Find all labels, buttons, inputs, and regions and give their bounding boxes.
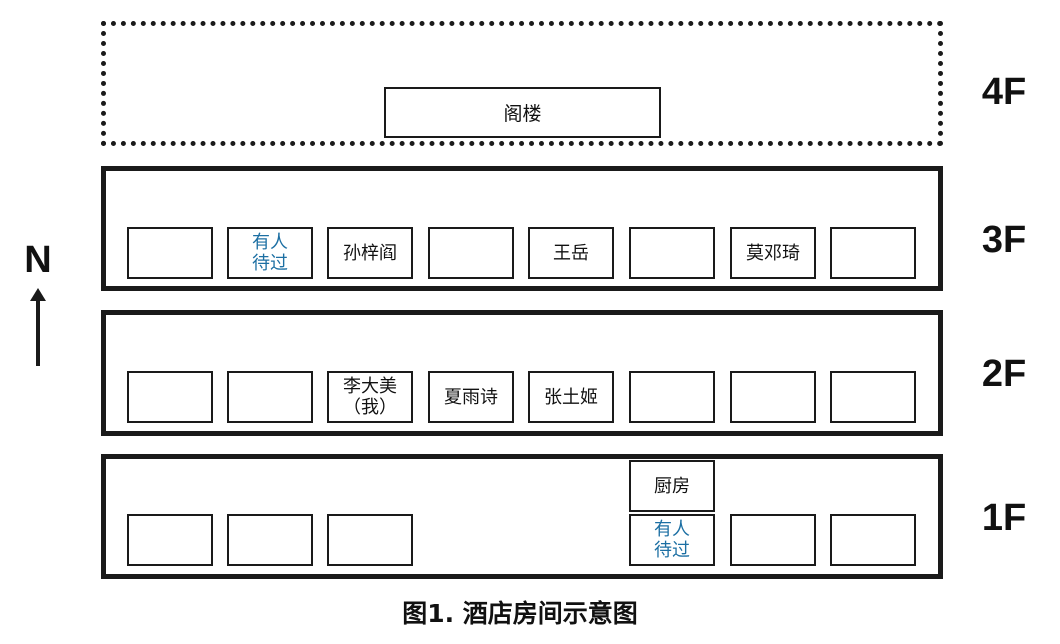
floor-4f-attic: [101, 21, 943, 146]
floor-label-1f: 1F: [981, 497, 1027, 539]
room-2f-5: 张土姬: [528, 371, 614, 423]
kitchen-room: 厨房: [629, 460, 715, 512]
room-3f-7: 莫邓琦: [730, 227, 816, 279]
north-arrow-icon: [30, 288, 46, 366]
room-1f-3: [327, 514, 413, 566]
room-1f-5: [730, 514, 816, 566]
room-3f-1: [127, 227, 213, 279]
floor-label-4f: 4F: [981, 71, 1027, 113]
room-3f-6: [629, 227, 715, 279]
room-2f-1: [127, 371, 213, 423]
room-2f-7: [730, 371, 816, 423]
floor-1f: [101, 454, 943, 579]
floor-3f: [101, 166, 943, 291]
figure-caption: 图1. 酒店房间示意图: [402, 599, 638, 628]
room-3f-5: 王岳: [528, 227, 614, 279]
room-2f-6: [629, 371, 715, 423]
room-1f-2: [227, 514, 313, 566]
attic-room: 阁楼: [384, 87, 661, 138]
floor-2f: [101, 310, 943, 436]
north-label: N: [24, 239, 52, 281]
room-2f-3: 李大美 （我）: [327, 371, 413, 423]
room-3f-8: [830, 227, 916, 279]
room-2f-2: [227, 371, 313, 423]
floor-label-2f: 2F: [981, 353, 1027, 395]
room-3f-3: 孙梓阎: [327, 227, 413, 279]
room-2f-4: 夏雨诗: [428, 371, 514, 423]
floor-label-3f: 3F: [981, 219, 1027, 261]
room-3f-4: [428, 227, 514, 279]
room-1f-1: [127, 514, 213, 566]
room-1f-6: [830, 514, 916, 566]
room-1f-4: 有人 待过: [629, 514, 715, 566]
room-3f-2: 有人 待过: [227, 227, 313, 279]
room-2f-8: [830, 371, 916, 423]
